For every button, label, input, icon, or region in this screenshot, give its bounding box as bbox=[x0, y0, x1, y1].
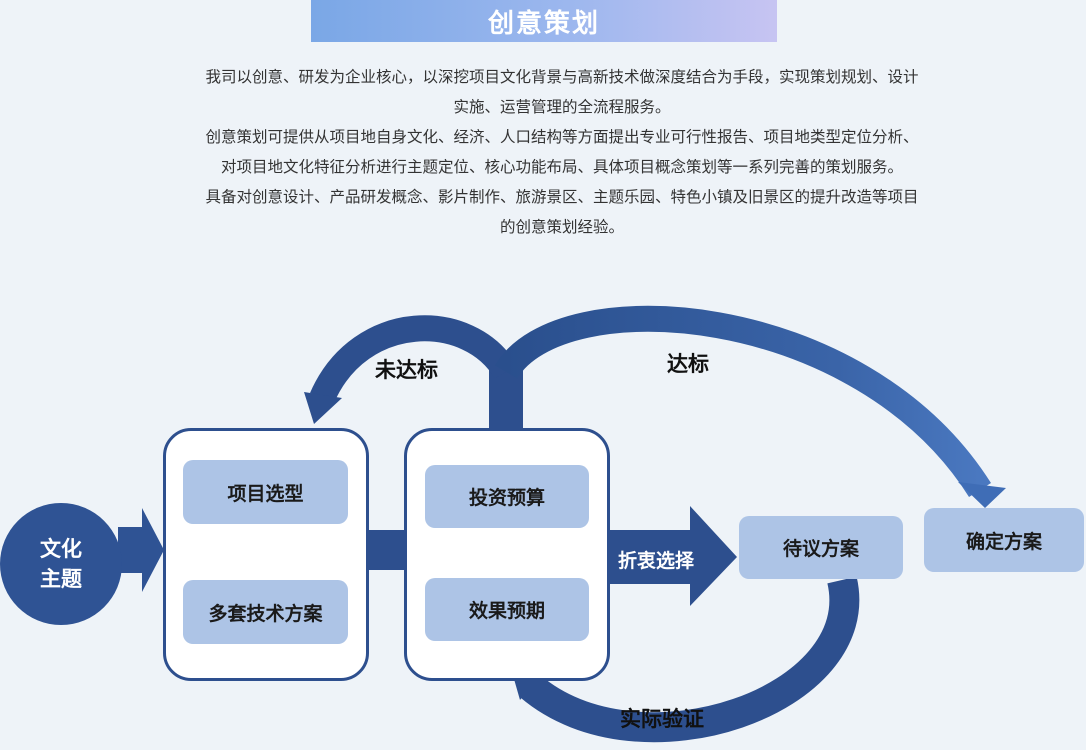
project-selection-label: 项目选型 bbox=[227, 482, 304, 505]
not-met-arrowhead bbox=[304, 392, 342, 424]
not-met-arc bbox=[310, 315, 518, 404]
tech-plans-pill: 多套技术方案 bbox=[183, 580, 348, 644]
start-arrow bbox=[118, 508, 164, 592]
final-plan-pill: 确定方案 bbox=[924, 508, 1084, 572]
section-title: 创意策划 bbox=[487, 8, 600, 39]
met-arrowhead bbox=[958, 482, 1006, 508]
intro-text: 我司以创意、研发为企业核心，以深挖项目文化背景与高新技术做深度结合为手段，实现策… bbox=[200, 62, 924, 242]
verify-label: 实际验证 bbox=[620, 707, 704, 731]
final-plan-label: 确定方案 bbox=[965, 530, 1042, 553]
intro-paragraph-1: 我司以创意、研发为企业核心，以深挖项目文化背景与高新技术做深度结合为手段，实现策… bbox=[205, 68, 919, 116]
met-label: 达标 bbox=[667, 352, 709, 376]
choose-arrow bbox=[610, 506, 737, 606]
effect-expectation-label: 效果预期 bbox=[468, 600, 545, 622]
not-met-label: 未达标 bbox=[375, 358, 438, 382]
culture-theme-label: 文化 主题 bbox=[40, 537, 82, 591]
project-selection-pill: 项目选型 bbox=[183, 460, 348, 524]
culture-theme-circle: 文化 主题 bbox=[0, 503, 122, 625]
choose-label: 折衷选择 bbox=[618, 550, 695, 572]
tech-plans-label: 多套技术方案 bbox=[208, 602, 323, 625]
effect-expectation-pill: 效果预期 bbox=[425, 578, 589, 641]
intro-paragraph-2: 创意策划可提供从项目地自身文化、经济、人口结构等方面提出专业可行性报告、项目地类… bbox=[205, 128, 919, 176]
pending-plan-label: 待议方案 bbox=[782, 538, 859, 560]
investment-budget-label: 投资预算 bbox=[468, 487, 545, 509]
box-connector bbox=[366, 530, 408, 570]
pending-plan-pill: 待议方案 bbox=[739, 516, 903, 579]
investment-budget-pill: 投资预算 bbox=[425, 465, 589, 528]
section-title-bar: 创意策划 bbox=[311, 0, 777, 42]
met-arc bbox=[494, 305, 991, 497]
intro-paragraph-3: 具备对创意设计、产品研发概念、影片制作、旅游景区、主题乐园、特色小镇及旧景区的提… bbox=[205, 188, 919, 236]
verify-arc bbox=[520, 576, 860, 743]
